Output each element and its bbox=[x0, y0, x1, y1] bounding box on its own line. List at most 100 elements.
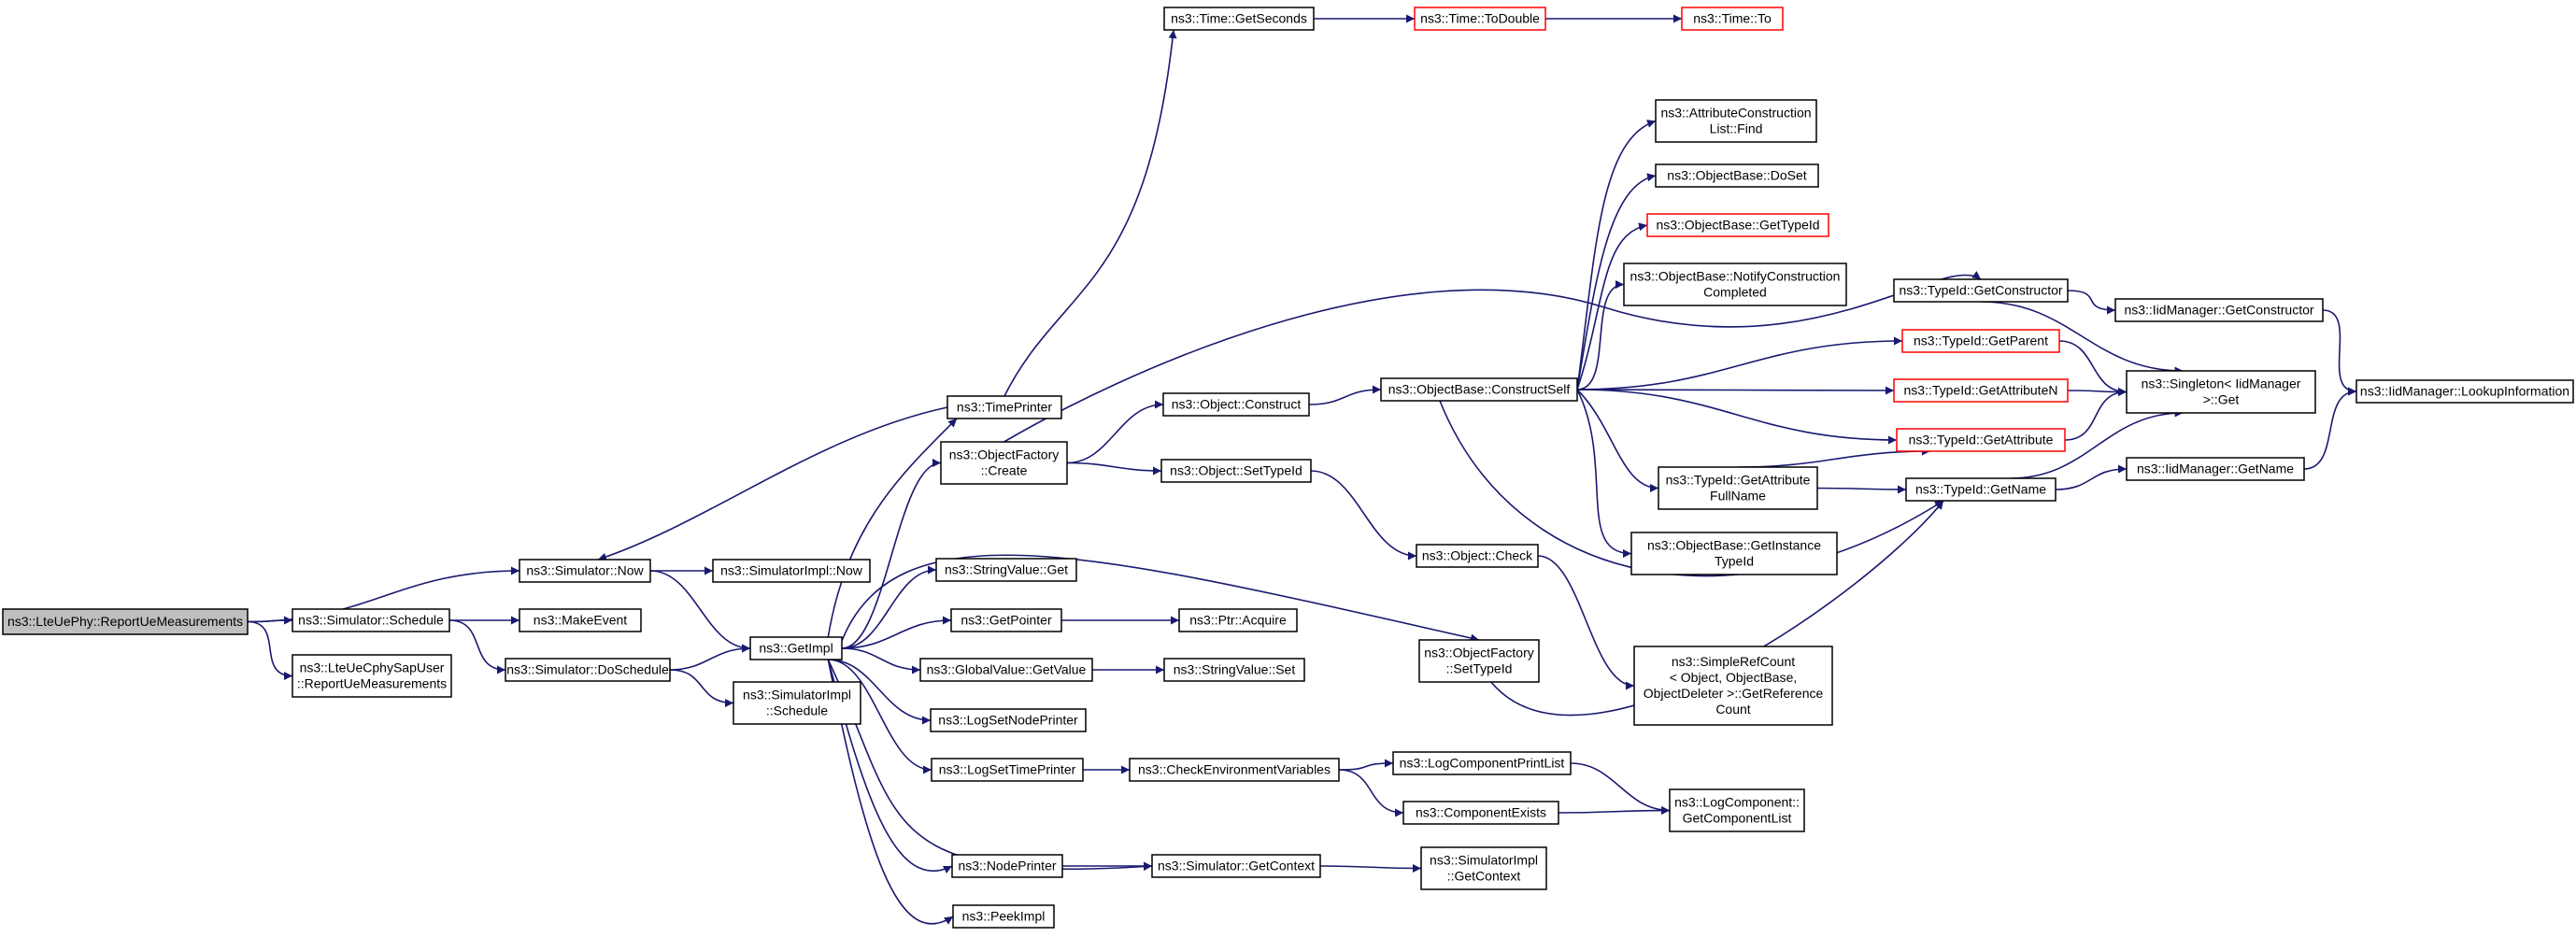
node-box bbox=[1623, 263, 1847, 306]
node-simimpl_schedule[interactable]: ns3::SimulatorImpl::Schedule bbox=[733, 681, 861, 725]
node-label-line: ns3::GlobalValue::GetValue bbox=[927, 662, 1087, 677]
node-of_create[interactable]: ns3::ObjectFactory::Create bbox=[940, 441, 1068, 485]
node-label-line: ns3::LogSetTimePrinter bbox=[939, 762, 1076, 777]
node-label-line: ns3::Time::ToDouble bbox=[1420, 11, 1540, 26]
node-root[interactable]: ns3::LteUePhy::ReportUeMeasurements bbox=[2, 608, 249, 635]
node-label-line: ns3::AttributeConstruction bbox=[1660, 106, 1811, 121]
node-label-line: ns3::GetPointer bbox=[961, 613, 1052, 628]
edge-timeprinter-to-sim_now bbox=[597, 406, 948, 561]
edge-of_create-to-obj_construct bbox=[1066, 400, 1164, 464]
node-doschedule[interactable]: ns3::Simulator::DoSchedule bbox=[505, 658, 671, 682]
node-label-line: ns3::ObjectFactory bbox=[949, 447, 1060, 462]
edge-obj_construct-to-constructself bbox=[1308, 385, 1382, 405]
node-time_getseconds[interactable]: ns3::Time::GetSeconds bbox=[1163, 7, 1315, 31]
node-label-line: ::GetContext bbox=[1447, 869, 1521, 884]
node-logcompprintlist[interactable]: ns3::LogComponentPrintList bbox=[1392, 751, 1572, 775]
node-box bbox=[1905, 477, 2057, 502]
node-label-line: ns3::MakeEvent bbox=[534, 613, 627, 628]
edge-getimpl-to-timeprinter bbox=[827, 418, 958, 638]
node-typeid_getparent[interactable]: ns3::TypeId::GetParent bbox=[1901, 329, 2060, 353]
node-getpointer[interactable]: ns3::GetPointer bbox=[950, 608, 1062, 632]
node-sim_schedule[interactable]: ns3::Simulator::Schedule bbox=[292, 608, 450, 632]
node-singleton_get[interactable]: ns3::Singleton< IidManager>::Get bbox=[2126, 370, 2316, 414]
node-label-line: ns3::StringValue::Set bbox=[1174, 662, 1296, 677]
node-globalvalue[interactable]: ns3::GlobalValue::GetValue bbox=[919, 658, 1093, 682]
node-stringvalue_set[interactable]: ns3::StringValue::Set bbox=[1163, 658, 1305, 682]
node-obj_construct[interactable]: ns3::Object::Construct bbox=[1162, 392, 1310, 417]
node-cphy[interactable]: ns3::LteUeCphySapUser::ReportUeMeasureme… bbox=[292, 654, 452, 698]
node-label-line: ns3::CheckEnvironmentVariables bbox=[1138, 762, 1331, 777]
node-box bbox=[1901, 329, 2060, 353]
node-label-line: < Object, ObjectBase, bbox=[1670, 670, 1798, 685]
node-compexists[interactable]: ns3::ComponentExists bbox=[1402, 801, 1559, 825]
node-box bbox=[1129, 758, 1340, 782]
node-getimpl[interactable]: ns3::GetImpl bbox=[749, 636, 843, 660]
node-typeid_getconstructor[interactable]: ns3::TypeId::GetConstructor bbox=[1893, 278, 2069, 303]
node-box bbox=[1669, 788, 1805, 832]
node-obj_settypeid[interactable]: ns3::Object::SetTypeId bbox=[1160, 459, 1312, 483]
node-objbase_doset[interactable]: ns3::ObjectBase::DoSet bbox=[1655, 163, 1819, 188]
node-typeid_getattributen[interactable]: ns3::TypeId::GetAttributeN bbox=[1893, 378, 2069, 403]
node-of_settypeid[interactable]: ns3::ObjectFactory::SetTypeId bbox=[1418, 639, 1540, 683]
node-label-line: ns3::SimpleRefCount bbox=[1672, 654, 1795, 669]
node-make_event[interactable]: ns3::MakeEvent bbox=[519, 608, 642, 632]
node-constructself[interactable]: ns3::ObjectBase::ConstructSelf bbox=[1380, 377, 1578, 402]
node-logsetnode[interactable]: ns3::LogSetNodePrinter bbox=[930, 708, 1087, 732]
edge-checkenv-to-logcompprintlist bbox=[1338, 759, 1394, 771]
node-typeid_getname[interactable]: ns3::TypeId::GetName bbox=[1905, 477, 2057, 502]
edge-getimpl-to-logsetnode bbox=[828, 659, 932, 725]
node-simplerefcount[interactable]: ns3::SimpleRefCount< Object, ObjectBase,… bbox=[1633, 646, 1833, 726]
node-ptr_acquire[interactable]: ns3::Ptr::Acquire bbox=[1178, 608, 1298, 632]
node-peekimpl[interactable]: ns3::PeekImpl bbox=[952, 904, 1055, 929]
node-label-line: ::SetTypeId bbox=[1446, 661, 1513, 676]
edge-root-to-sim_schedule bbox=[247, 616, 293, 625]
node-box bbox=[1402, 801, 1559, 825]
node-box bbox=[1414, 7, 1546, 31]
edge-typeid_getattributen-to-singleton_get bbox=[2067, 387, 2128, 396]
node-iid_getname[interactable]: ns3::IidManager::GetName bbox=[2126, 457, 2305, 481]
node-typeid_getattribute[interactable]: ns3::TypeId::GetAttribute bbox=[1896, 428, 2066, 452]
node-box bbox=[2126, 370, 2316, 414]
edge-doschedule-to-getimpl bbox=[669, 644, 751, 671]
edge-logcompprintlist-to-logcomp_getlist bbox=[1570, 762, 1671, 815]
node-objbase_gettypeid[interactable]: ns3::ObjectBase::GetTypeId bbox=[1646, 213, 1829, 237]
edge-timeprinter-to-time_getseconds bbox=[1003, 29, 1177, 397]
node-iid_getconstructor[interactable]: ns3::IidManager::GetConstructor bbox=[2114, 298, 2324, 322]
node-sim_now[interactable]: ns3::Simulator::Now bbox=[519, 559, 651, 583]
edge-sim_schedule-to-doschedule bbox=[448, 619, 506, 674]
node-time_to[interactable]: ns3::Time::To bbox=[1681, 7, 1784, 31]
node-stringvalue_get[interactable]: ns3::StringValue::Get bbox=[935, 558, 1077, 582]
node-nodeprinter[interactable]: ns3::NodePrinter bbox=[951, 854, 1063, 878]
edge-constructself-to-attrconst_find bbox=[1576, 120, 1657, 390]
node-objbase_notify[interactable]: ns3::ObjectBase::NotifyConstructionCompl… bbox=[1623, 263, 1847, 306]
node-box bbox=[919, 658, 1093, 682]
edge-attr_fullname-to-typeid_getname bbox=[1816, 485, 1907, 494]
node-time_todouble[interactable]: ns3::Time::ToDouble bbox=[1414, 7, 1546, 31]
node-label-line: ns3::ObjectFactory bbox=[1424, 646, 1534, 660]
edge-checkenv-to-compexists bbox=[1338, 769, 1404, 817]
node-label-line: ns3::SimulatorImpl bbox=[743, 688, 851, 703]
node-label-line: ns3::GetImpl bbox=[759, 641, 833, 656]
node-simimpl_now[interactable]: ns3::SimulatorImpl::Now bbox=[712, 559, 871, 583]
node-box bbox=[1893, 378, 2069, 403]
node-label-line: ns3::Simulator::GetContext bbox=[1158, 859, 1315, 873]
node-obj_check[interactable]: ns3::Object::Check bbox=[1416, 544, 1539, 568]
edge-typeid_getname-to-iid_getname bbox=[2055, 464, 2128, 490]
edge-iid_getconstructor-to-iid_lookup bbox=[2322, 309, 2357, 396]
node-label-line: ns3::TypeId::GetAttribute bbox=[1666, 473, 1811, 488]
node-label-line: ns3::SimulatorImpl bbox=[1430, 853, 1538, 868]
node-simimpl_getcontext[interactable]: ns3::SimulatorImpl::GetContext bbox=[1420, 846, 1547, 890]
node-logcomp_getlist[interactable]: ns3::LogComponent::GetComponentList bbox=[1669, 788, 1805, 832]
node-box bbox=[712, 559, 871, 583]
node-timeprinter[interactable]: ns3::TimePrinter bbox=[946, 395, 1062, 419]
node-logsettime[interactable]: ns3::LogSetTimePrinter bbox=[931, 758, 1084, 782]
node-checkenv[interactable]: ns3::CheckEnvironmentVariables bbox=[1129, 758, 1340, 782]
edge-obj_check-to-simplerefcount bbox=[1537, 555, 1635, 690]
node-label-line: ns3::PeekImpl bbox=[962, 909, 1046, 924]
node-label-line: ns3::Time::GetSeconds bbox=[1171, 11, 1307, 26]
node-sim_getcontext[interactable]: ns3::Simulator::GetContext bbox=[1151, 854, 1321, 878]
node-iid_lookup[interactable]: ns3::IidManager::LookupInformation bbox=[2355, 379, 2574, 404]
